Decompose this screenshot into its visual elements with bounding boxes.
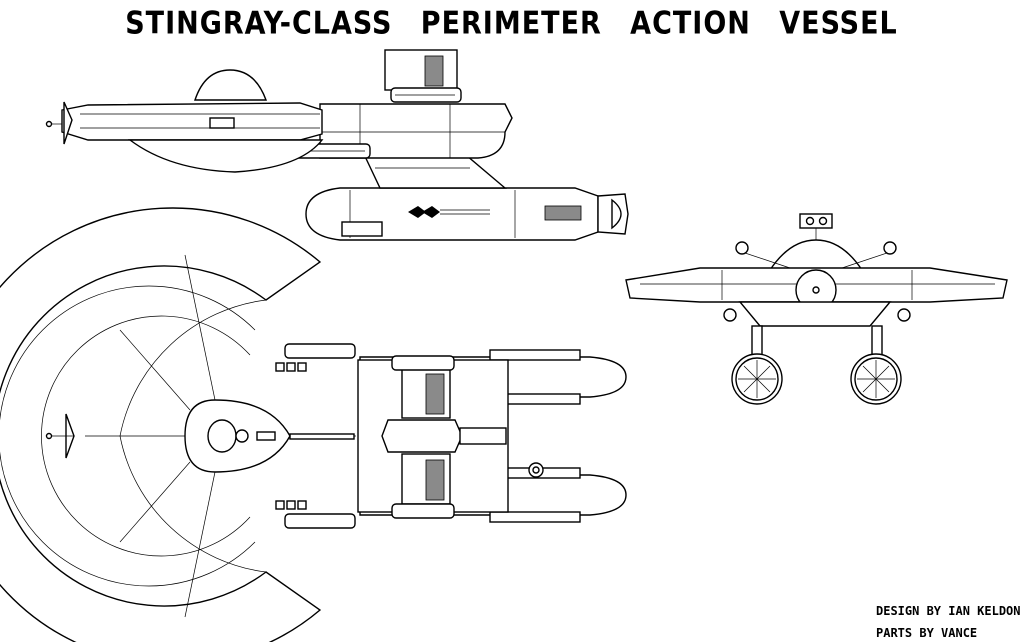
credits: DESIGN BY IAN KELDON PARTS BY VANCE bbox=[876, 600, 1021, 644]
top-view-saucer bbox=[0, 207, 322, 642]
front-view-nacelle-left bbox=[731, 353, 783, 405]
side-view-nacelle bbox=[305, 187, 629, 241]
credit-parts: PARTS BY VANCE bbox=[876, 626, 978, 640]
top-view bbox=[0, 207, 627, 642]
credit-design: DESIGN BY IAN KELDON bbox=[876, 604, 1021, 618]
front-view-nacelle-right bbox=[850, 353, 902, 405]
front-view bbox=[625, 213, 1008, 405]
page-title: STINGRAY-CLASS PERIMETER ACTION VESSEL bbox=[125, 5, 898, 42]
side-view bbox=[45, 49, 629, 241]
side-view-saucer bbox=[45, 69, 324, 173]
top-view-engineering bbox=[289, 355, 509, 519]
